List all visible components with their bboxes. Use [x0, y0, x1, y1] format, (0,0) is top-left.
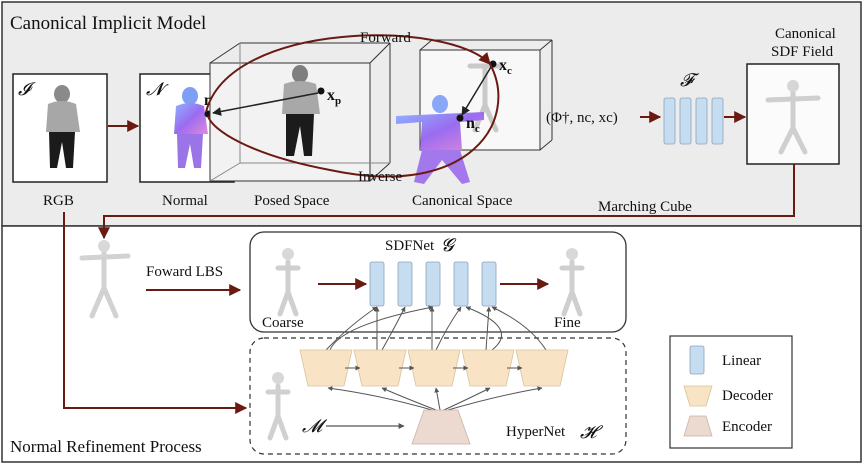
symbol-G: 𝓖 — [441, 235, 457, 255]
legend-encoder-swatch — [683, 415, 713, 437]
inverse-arc — [207, 63, 500, 178]
sdfnet-label: SDFNet — [385, 238, 435, 254]
input-tuple: (Φ†, nc, xc) — [546, 110, 618, 126]
nc-label: nc — [466, 115, 480, 135]
legend-linear-label: Linear — [722, 353, 761, 369]
mesh-person-head — [98, 240, 110, 252]
coarse-person-head — [282, 248, 294, 260]
xp-label: xp — [327, 87, 341, 107]
posed-space-label: Posed Space — [254, 193, 330, 209]
hypernet-label: HyperNet — [506, 424, 566, 440]
refine-input-person-icon — [265, 383, 291, 441]
coarse-label: Coarse — [262, 315, 304, 331]
coarse-person-icon — [275, 259, 301, 317]
inverse-label: Inverse — [358, 169, 402, 185]
canonical-space-label: Canonical Space — [412, 193, 513, 209]
rgb-person-icon — [46, 85, 80, 168]
mesh-person-icon — [79, 247, 131, 319]
fine-person-icon — [559, 259, 585, 317]
legend-decoder-label: Decoder — [722, 388, 773, 404]
sdf-field-person-head — [787, 80, 799, 92]
forward-label: Forward — [360, 30, 411, 46]
encoder-to-decoder-arrows — [327, 386, 543, 411]
rgb-label: RGB — [43, 193, 74, 209]
sdfnet-linear-blocks — [369, 261, 497, 307]
forward-lbs-label: Foward LBS — [146, 264, 223, 280]
posed-person-icon — [282, 65, 320, 156]
fine-person-head — [566, 248, 578, 260]
refine-input-person-head — [272, 372, 284, 384]
decoder-to-linear-arrows — [325, 305, 547, 351]
legend-encoder-label: Encoder — [722, 419, 772, 435]
normal-label: Normal — [162, 193, 208, 209]
symbol-M: 𝓜 — [302, 416, 328, 436]
xc-to-nc-arrow — [461, 66, 492, 116]
legend-decoder-swatch — [683, 385, 713, 407]
marching-cube-path — [98, 164, 795, 240]
rgb-to-refinement-path — [63, 212, 248, 414]
forward-arc — [205, 34, 491, 113]
xp-point — [317, 87, 325, 95]
xc-label: xc — [499, 57, 512, 77]
fine-label: Fine — [554, 315, 581, 331]
bottom-section-title: Normal Refinement Process — [10, 437, 202, 456]
sdf-field-title-2: SDF Field — [771, 44, 834, 60]
nc-point — [456, 114, 464, 122]
normal-person-icon — [174, 87, 208, 168]
canonical-normal-person-icon — [396, 95, 484, 184]
legend-linear-swatch — [689, 345, 705, 375]
encoder-block — [411, 409, 471, 445]
sdf-field-person-icon — [765, 89, 821, 155]
top-section-title: Canonical Implicit Model — [10, 13, 206, 34]
sdf-field-title-1: Canonical — [775, 26, 836, 42]
xp-to-np-arrow — [212, 92, 319, 116]
F-linear-blocks — [663, 97, 724, 145]
marching-cube-label: Marching Cube — [598, 199, 692, 215]
decoder-blocks — [299, 349, 569, 387]
